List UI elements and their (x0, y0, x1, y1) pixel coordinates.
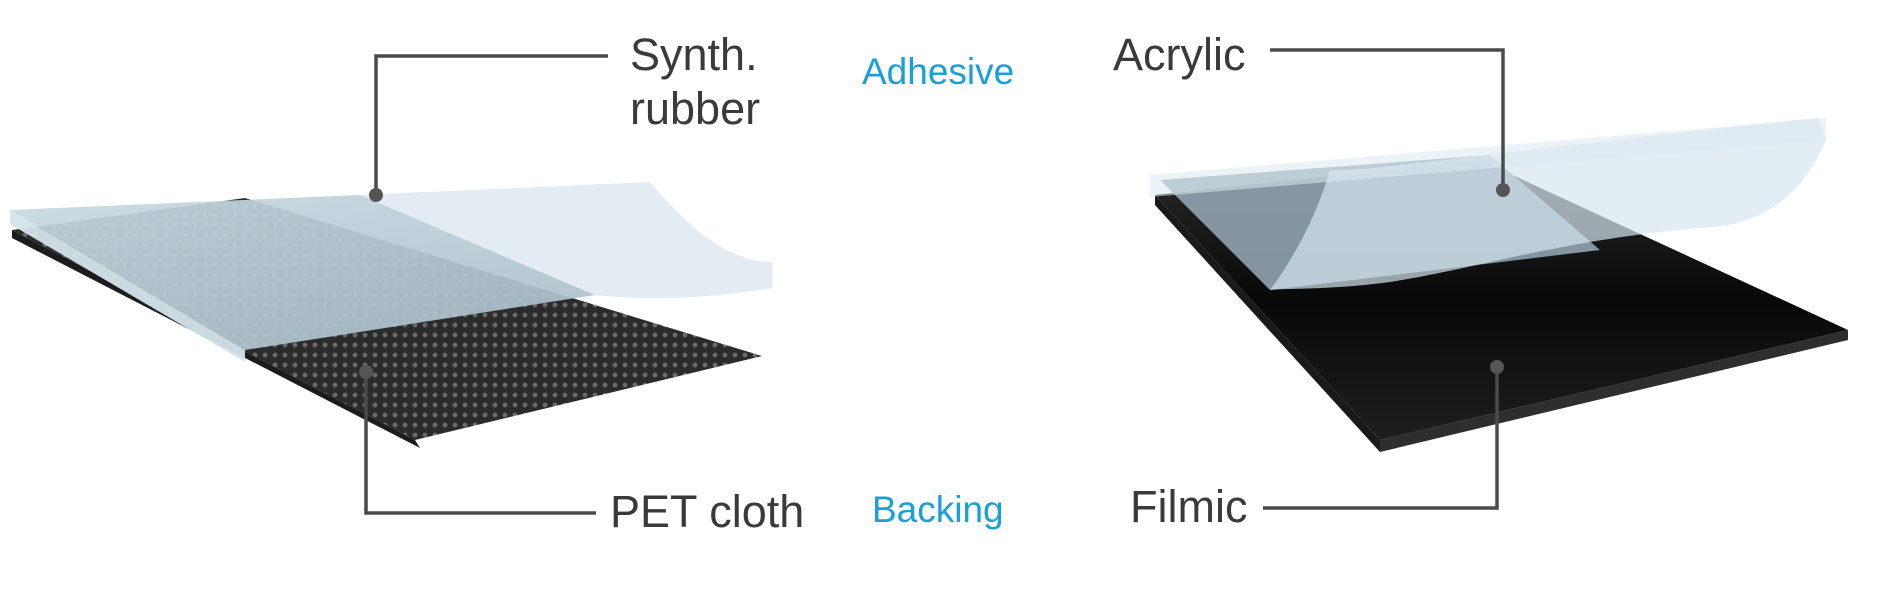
peeled-liner (1270, 118, 1826, 290)
pet-cloth-marker (359, 365, 373, 379)
left-tape-sample (10, 182, 772, 448)
synth-rubber-label: Synth. rubber (630, 29, 761, 134)
synth-rubber-leader-line (374, 54, 608, 195)
acrylic-leader-line (1270, 48, 1505, 190)
filmic-backing-left-edge (1155, 195, 1380, 452)
filmic-marker (1490, 360, 1504, 374)
acrylic-label: Acrylic (1113, 29, 1246, 80)
synth-rubber-marker (369, 188, 383, 202)
leader-dots (359, 183, 1510, 379)
peeled-liner (360, 182, 772, 299)
backing-category-label: Backing (872, 489, 1004, 530)
pet-cloth-leader-line (364, 372, 596, 515)
leader-lines (364, 48, 1505, 515)
adhesive-category-label: Adhesive (862, 51, 1015, 92)
liner-top-sheet (1150, 118, 1826, 197)
acrylic-marker (1496, 183, 1510, 197)
filmic-leader-line (1263, 367, 1499, 510)
adhesive-layer-edge (10, 210, 245, 362)
pet-cloth-label: PET cloth (610, 486, 805, 537)
synthetic-rubber-adhesive-layer (10, 195, 595, 350)
right-tape-sample (1150, 118, 1848, 452)
filmic-label: Filmic (1130, 481, 1248, 532)
